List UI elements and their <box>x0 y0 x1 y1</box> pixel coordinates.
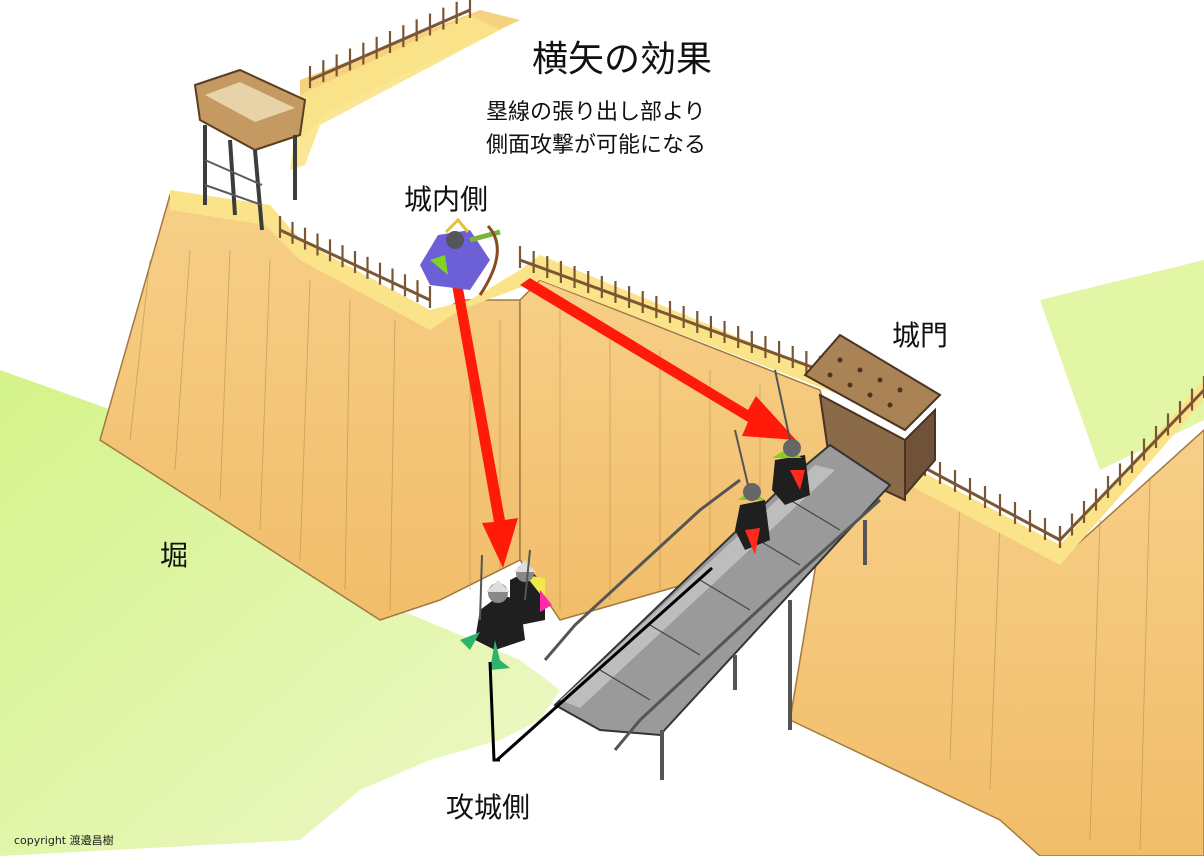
description-line-2: 側面攻撃が可能になる <box>486 129 706 162</box>
archer-icon <box>420 220 500 295</box>
diagram-description: 塁線の張り出し部より 側面攻撃が可能になる <box>486 96 706 162</box>
label-attacker-side: 攻城側 <box>446 786 530 826</box>
label-inner-side: 城内側 <box>404 178 488 218</box>
copyright: copyright 渡邉昌樹 <box>14 832 114 848</box>
label-moat: 堀 <box>160 534 188 574</box>
upper-wall-top <box>290 15 500 170</box>
label-gate: 城門 <box>892 314 948 354</box>
description-line-1: 塁線の張り出し部より <box>486 96 706 129</box>
diagram-title: 横矢の効果 <box>532 30 712 82</box>
moat-far <box>1040 260 1204 470</box>
